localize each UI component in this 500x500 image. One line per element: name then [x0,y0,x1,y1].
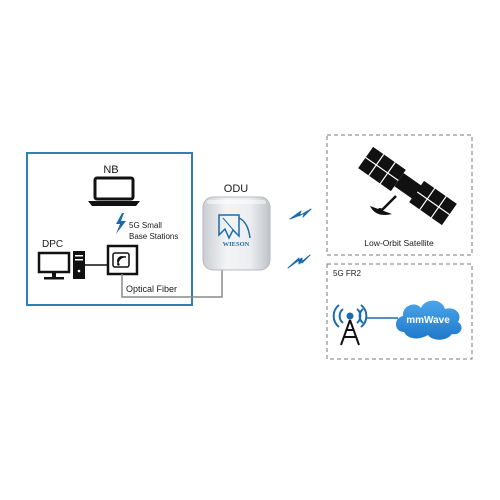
dpc-label: DPC [42,239,63,250]
nb-label: NB [103,164,118,176]
lightning-icon [116,213,126,234]
odu-antenna-icon [202,196,271,271]
satellite-label: Low-Orbit Satellite [364,238,434,248]
small-cell-label-line1: 5G Small [129,221,162,230]
fr2-label: 5G FR2 [333,269,362,278]
odu-brand-logo: WIESON [223,241,250,248]
desktop-pc-icon [37,251,85,280]
optical-fiber-label: Optical Fiber [126,284,177,294]
cloud-icon [395,300,462,340]
wireless-link-icon-upper [289,208,312,220]
small-cell-icon [106,244,139,276]
laptop-icon [88,176,140,206]
satellite-panel [326,134,473,256]
wireless-link-icon-lower [287,254,311,269]
optical-fiber-line [121,268,223,298]
cell-tower-icon [332,304,368,346]
small-cell-label-line2: Base Stations [129,232,178,241]
cloud-label: mmWave [406,315,450,326]
satellite-icon [358,146,457,226]
odu-label: ODU [224,183,249,195]
